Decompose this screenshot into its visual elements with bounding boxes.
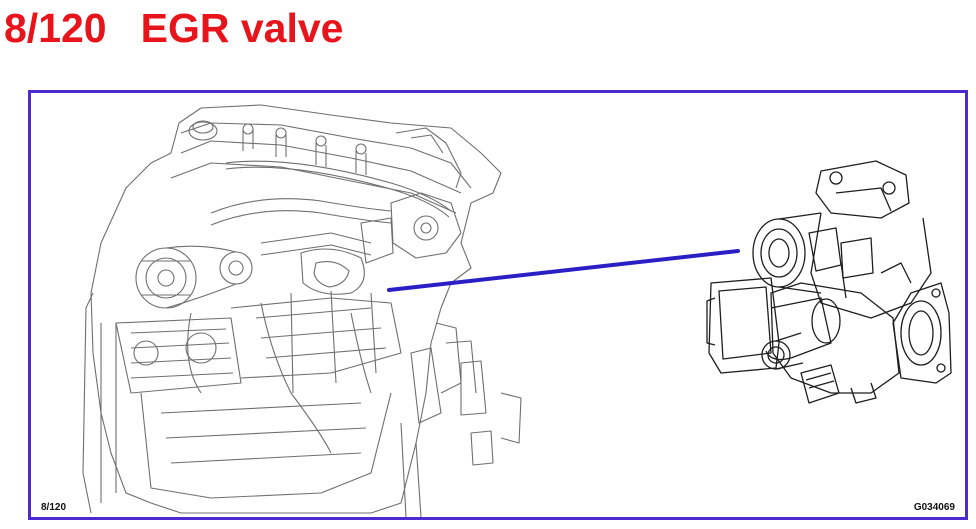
figure-code-label: G034069 <box>913 502 955 513</box>
figure-frame: 8/120 G034069 <box>28 90 968 520</box>
page-title: 8/120 EGR valve <box>4 2 343 54</box>
leader-line <box>387 249 740 292</box>
figure-drawing <box>82 104 952 517</box>
title-heading: EGR valve <box>140 5 344 51</box>
figure-page-label: 8/120 <box>41 502 67 513</box>
title-page-ref: 8/120 <box>4 5 107 51</box>
egr-valve-detail-drawing <box>706 160 952 404</box>
engine-drawing <box>82 104 522 517</box>
